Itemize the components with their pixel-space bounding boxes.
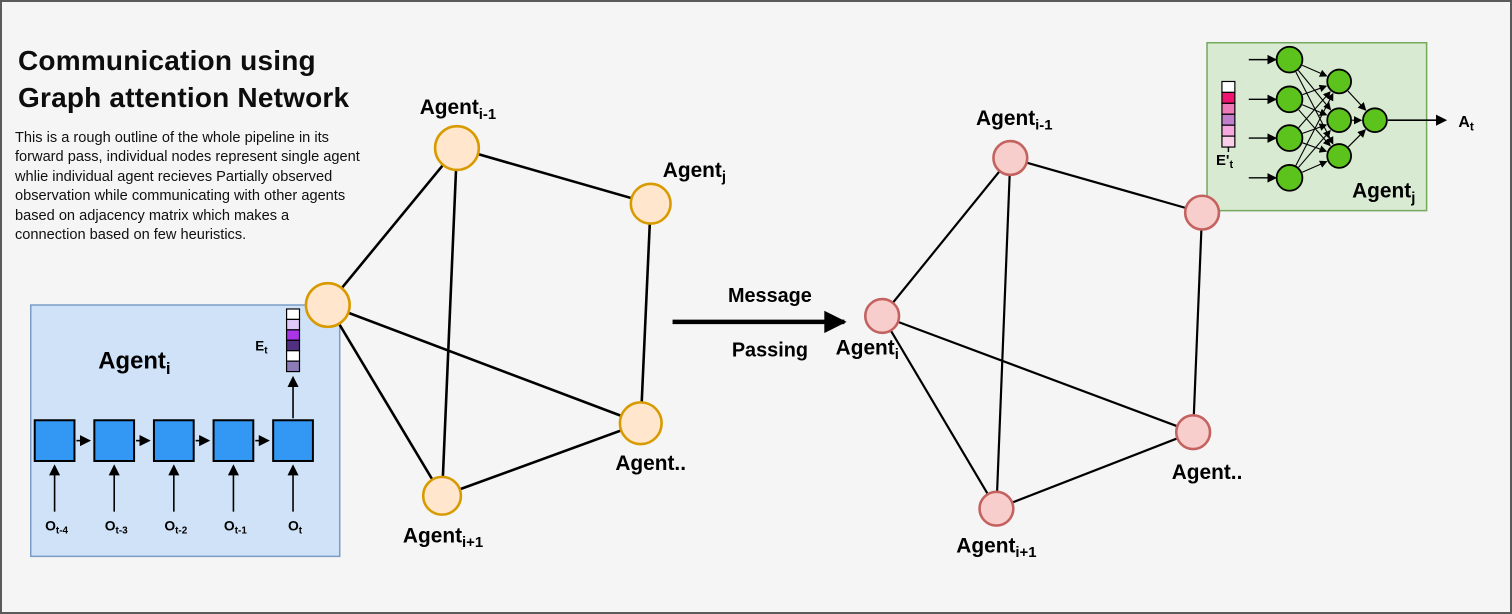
embedding-cell bbox=[1221, 124, 1236, 137]
message-label: Message bbox=[728, 285, 812, 307]
left-node-agent-j bbox=[629, 182, 672, 225]
graph-edge bbox=[996, 431, 1194, 510]
rnn-cell bbox=[212, 419, 255, 462]
nn-input-node bbox=[1275, 45, 1304, 74]
agent-i-box-title: Agenti bbox=[98, 348, 170, 378]
graph-edge bbox=[881, 315, 998, 510]
nn-connection bbox=[1298, 109, 1331, 147]
nn-hidden-node bbox=[1326, 68, 1352, 95]
right-node-agent-i bbox=[863, 297, 901, 335]
left-node-agent-..-label: Agent.. bbox=[615, 452, 686, 475]
page-title-line2: Graph attention Network bbox=[18, 82, 350, 113]
right-node-agent-i-1-label: Agenti-1 bbox=[976, 107, 1053, 134]
nn-hidden-node bbox=[1326, 143, 1352, 169]
agent-j-box-title: Agentj bbox=[1352, 180, 1415, 207]
right-node-agent-i+1 bbox=[978, 490, 1015, 527]
rnn-cell bbox=[272, 419, 314, 462]
rnn-cell bbox=[152, 419, 195, 462]
embedding-cell bbox=[285, 329, 301, 341]
graph-edge bbox=[441, 422, 642, 497]
embedding-cell bbox=[1221, 80, 1236, 94]
agent-j-box bbox=[1206, 41, 1428, 212]
graph-edge bbox=[326, 147, 458, 306]
graph-edge bbox=[456, 146, 652, 205]
nn-connection bbox=[1302, 160, 1328, 173]
right-node-agent-.. bbox=[1174, 413, 1212, 451]
nn-connection bbox=[1347, 90, 1367, 111]
embedding-cell bbox=[285, 318, 301, 331]
nn-connection bbox=[1347, 129, 1366, 148]
graph-edge bbox=[995, 157, 1012, 509]
nn-input-node bbox=[1275, 124, 1304, 152]
embedding-cell bbox=[1221, 135, 1236, 148]
right-node-agent-..-label: Agent.. bbox=[1172, 461, 1243, 484]
nn-connection bbox=[1302, 84, 1328, 96]
nn-connection bbox=[1295, 92, 1334, 166]
embedding-cell bbox=[285, 339, 301, 352]
rnn-cell bbox=[33, 419, 76, 462]
embedding-cell bbox=[285, 350, 301, 362]
graph-edge bbox=[327, 303, 642, 425]
action-label: At bbox=[1458, 114, 1473, 133]
embedding-cell bbox=[285, 360, 301, 373]
embedding-cell bbox=[1221, 113, 1236, 126]
page-title: Communication using Graph attention Netw… bbox=[18, 42, 349, 116]
left-node-agent-i-1 bbox=[433, 124, 481, 172]
left-node-agent-i bbox=[304, 281, 351, 329]
graph-edge bbox=[881, 157, 1012, 317]
right-node-agent-i+1-label: Agenti+1 bbox=[956, 534, 1036, 561]
rnn-cell bbox=[93, 419, 136, 462]
nn-output-node bbox=[1362, 107, 1388, 134]
left-node-agent-.. bbox=[618, 401, 663, 446]
left-node-agent-j-label: Agentj bbox=[663, 159, 726, 186]
nn-input-node bbox=[1275, 85, 1304, 114]
right-node-agent-j bbox=[1183, 194, 1221, 231]
nn-connection bbox=[1302, 64, 1328, 77]
graph-edge bbox=[1192, 212, 1204, 433]
graph-edge bbox=[639, 203, 652, 424]
left-node-agent-i+1 bbox=[421, 475, 463, 516]
page-title-line1: Communication using bbox=[18, 45, 316, 76]
nn-connection bbox=[1298, 129, 1331, 168]
left-node-agent-i-1-label: Agenti-1 bbox=[420, 96, 497, 123]
embedding-prime-label: E't bbox=[1216, 153, 1233, 171]
graph-edge bbox=[440, 147, 459, 496]
embedding-cell bbox=[1221, 91, 1236, 104]
embedding-cell bbox=[1221, 102, 1236, 115]
pipeline-description: This is a rough outline of the whole pip… bbox=[15, 130, 360, 244]
right-node-agent-i-label: Agenti bbox=[836, 337, 899, 364]
nn-input-node bbox=[1275, 164, 1304, 192]
passing-label: Passing bbox=[732, 340, 808, 362]
embedding-cell bbox=[285, 308, 301, 321]
left-node-agent-i+1-label: Agenti+1 bbox=[403, 524, 483, 551]
graph-edge bbox=[326, 304, 444, 497]
right-node-agent-i-1 bbox=[992, 139, 1029, 177]
graph-edge bbox=[1010, 156, 1203, 214]
nn-connection bbox=[1298, 91, 1331, 129]
graph-edge bbox=[881, 314, 1194, 434]
nn-hidden-node bbox=[1326, 107, 1352, 134]
